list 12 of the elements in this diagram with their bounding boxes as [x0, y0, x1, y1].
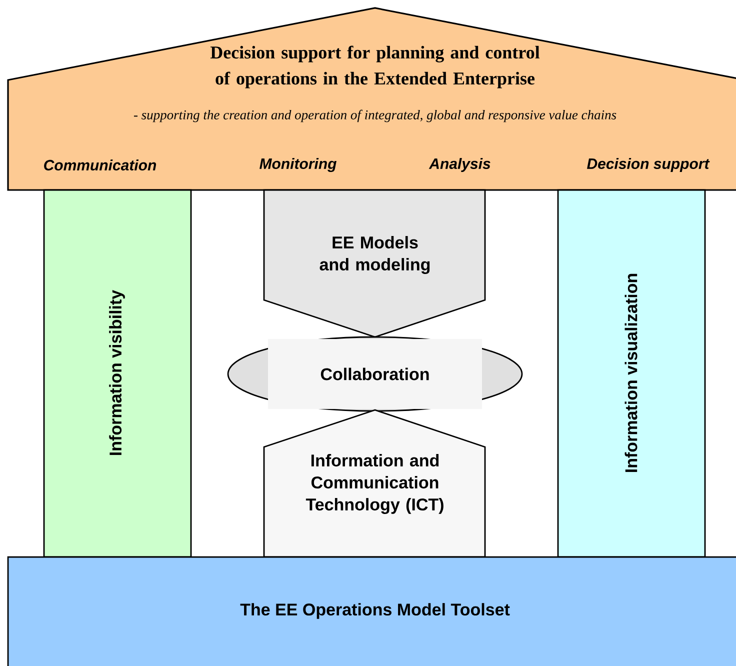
roof-keyword: Decision support: [587, 158, 710, 172]
arrow-block: Information and Communication Technology (ICT): [263, 409, 486, 558]
pillar: Information visibility: [43, 189, 192, 558]
roof-subheading: - supporting the creation and operation of integrated, global and responsive value chains: [134, 110, 616, 122]
roof-keyword: Analysis: [428, 158, 490, 172]
roof-keyword: Monitoring: [260, 158, 336, 172]
arrow-block: EE Models and modeling: [263, 189, 486, 338]
base-block: The EE Operations Model Toolset: [7, 556, 736, 666]
roof-keyword: Communication: [44, 160, 156, 170]
roof-banner: [7, 7, 736, 191]
pillar: Information visualization: [557, 189, 706, 558]
roof-heading: Decision support for planning and control of operations in the Extended Enterprise: [210, 46, 540, 88]
